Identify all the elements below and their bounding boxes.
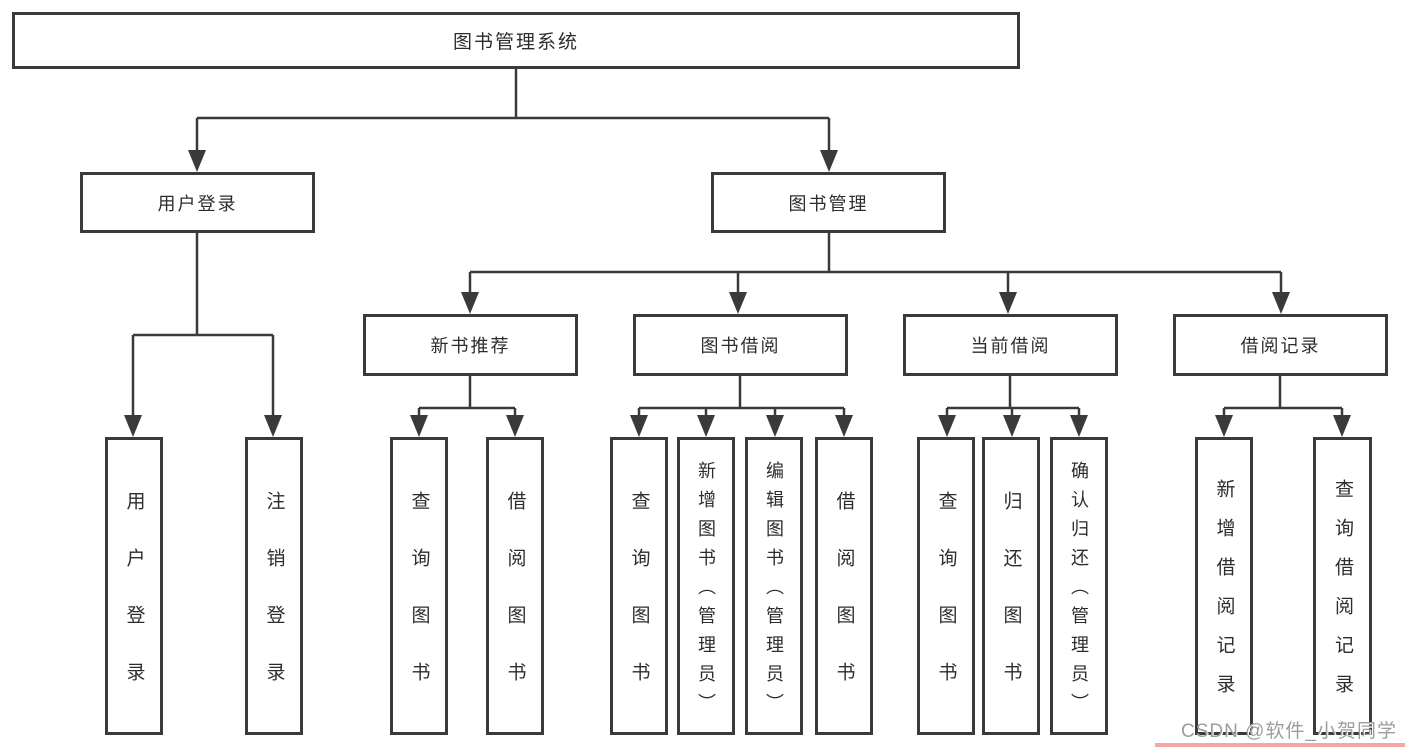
node-book-management: 图书管理 [711, 172, 946, 233]
node-book-borrowing: 图书借阅 [633, 314, 848, 376]
node-label: 图书管理 [788, 193, 869, 214]
node-query-borrow-record: 查询借阅记录 [1313, 437, 1372, 735]
node-label: 借阅图书 [504, 491, 526, 719]
node-label: 图书借阅 [700, 336, 781, 356]
node-label: 借阅记录 [1240, 336, 1321, 356]
watermark-accent-bar [1155, 743, 1405, 747]
watermark-text: CSDN @软件_小贺同学 [1181, 721, 1397, 742]
arrowheads [124, 150, 1351, 437]
node-add-book-admin: 新增图书（管理员） [677, 437, 735, 735]
node-label: 新增图书（管理员） [696, 461, 716, 722]
node-user-login-action: 用户登录 [105, 437, 163, 735]
node-label: 图书管理系统 [452, 32, 579, 53]
node-label: 新增借阅记录 [1213, 479, 1235, 713]
node-borrowing-records: 借阅记录 [1173, 314, 1388, 376]
node-current-borrowing: 当前借阅 [903, 314, 1118, 376]
node-label: 确认归还（管理员） [1069, 461, 1089, 722]
node-label: 用户登录 [157, 193, 238, 214]
node-borrow-books-recommend: 借阅图书 [486, 437, 544, 735]
node-label: 查询图书 [628, 491, 650, 719]
node-new-book-recommendation: 新书推荐 [363, 314, 578, 376]
node-user-login: 用户登录 [80, 172, 315, 233]
node-label: 注销登录 [263, 491, 285, 719]
node-label: 新书推荐 [430, 336, 511, 356]
node-label: 查询图书 [935, 491, 957, 719]
node-label: 当前借阅 [970, 336, 1051, 356]
node-add-borrow-record: 新增借阅记录 [1195, 437, 1253, 735]
node-query-books-current: 查询图书 [917, 437, 975, 735]
node-label: 查询借阅记录 [1332, 479, 1353, 713]
node-edit-book-admin: 编辑图书（管理员） [745, 437, 803, 735]
node-query-books-recommend: 查询图书 [390, 437, 448, 735]
node-label: 借阅图书 [833, 491, 855, 719]
node-label: 归还图书 [1000, 491, 1022, 719]
node-label: 编辑图书（管理员） [764, 461, 784, 722]
node-borrow-books: 借阅图书 [815, 437, 873, 735]
node-query-books-borrowing: 查询图书 [610, 437, 668, 735]
node-return-book: 归还图书 [982, 437, 1040, 735]
node-label: 用户登录 [123, 491, 145, 719]
node-library-management-system: 图书管理系统 [12, 12, 1020, 69]
node-logout: 注销登录 [245, 437, 303, 735]
node-confirm-return-admin: 确认归还（管理员） [1050, 437, 1108, 735]
node-label: 查询图书 [408, 491, 430, 719]
